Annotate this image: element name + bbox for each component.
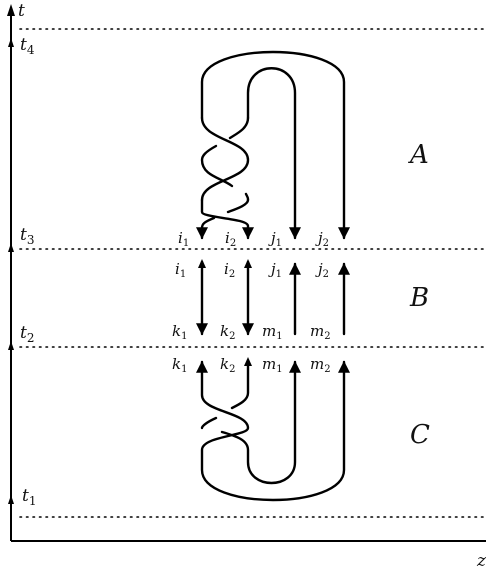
z-axis-label: z [476, 551, 487, 569]
strand-c-inner-b [200, 416, 218, 430]
strand-a-inner [246, 67, 301, 240]
t-axis-arrowhead [7, 4, 15, 16]
level-label-t4: t4 [20, 35, 35, 57]
endpoint-label-m1-a: m1 [262, 322, 283, 342]
region-label-a: A [408, 140, 429, 170]
arrow-b-i2-up [244, 259, 252, 268]
strand-a-outer [200, 50, 350, 240]
endpoint-label-j1-b: j1 [268, 260, 282, 280]
level-label-t1: t1 [22, 486, 36, 508]
strand-c-outer [200, 360, 350, 502]
strand-a-cross-1 [200, 116, 250, 202]
arrow-b-i1-up [198, 259, 206, 268]
axis-tick-arrow-t4 [8, 38, 14, 47]
strand-a-cross-2e [196, 216, 216, 240]
endpoint-label-k1-a: k1 [172, 322, 187, 342]
endpoint-label-i2-b: i2 [224, 260, 235, 280]
strand-c-inner-c [220, 360, 301, 485]
endpoint-label-k2-b: k2 [220, 355, 235, 375]
endpoint-row-t3-top: i1 i2 j1 j2 [178, 229, 329, 249]
strand-a-cross-1b [200, 198, 254, 240]
level-label-t2: t2 [20, 323, 34, 345]
endpoint-label-i1-a: i1 [178, 229, 189, 249]
endpoint-label-m2-a: m2 [310, 322, 331, 342]
endpoint-row-t3-bottom: i1 i2 j1 j2 [175, 260, 329, 280]
axis-tick-arrow-t1 [8, 495, 14, 504]
axis-tick-arrow-t3 [8, 243, 14, 252]
strand-c-inner-a [230, 360, 250, 410]
level-label-t3: t3 [20, 225, 34, 247]
region-label-b: B [409, 283, 429, 313]
endpoint-label-k1-b: k1 [172, 355, 187, 375]
tangle-a [196, 50, 350, 240]
strand-a-cross-2a [228, 116, 250, 140]
endpoint-label-m2-b: m2 [310, 355, 331, 375]
t-axis-label: t [18, 1, 25, 21]
endpoint-label-k2-a: k2 [220, 322, 235, 342]
endpoint-label-j1-a: j1 [268, 229, 282, 249]
axis-tick-arrow-t2 [8, 341, 14, 350]
tangle-b [196, 260, 350, 336]
strand-a-cross-2d [226, 198, 250, 214]
tangle-c [196, 360, 350, 502]
endpoint-label-i2-a: i2 [225, 229, 236, 249]
endpoint-label-i1-b: i1 [175, 260, 186, 280]
endpoint-label-m1-b: m1 [262, 355, 283, 375]
endpoint-row-t2-top: k1 k2 m1 m2 [172, 322, 331, 342]
endpoint-label-j2-a: j2 [315, 229, 329, 249]
region-label-c: C [410, 420, 430, 450]
endpoint-label-j2-b: j2 [315, 260, 329, 280]
arrow-c-k2-up [244, 357, 252, 366]
strand-a-cross-2b [200, 144, 234, 188]
endpoint-row-t2-bottom: k1 k2 m1 m2 [172, 355, 331, 375]
